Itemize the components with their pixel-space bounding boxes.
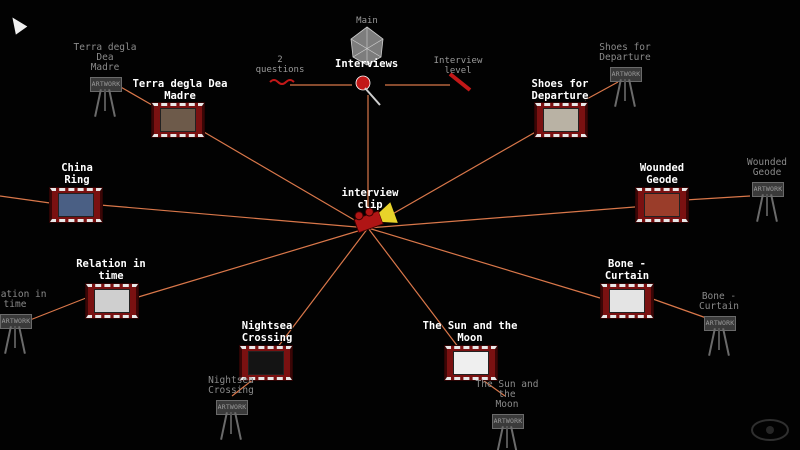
artwork-bone[interactable]: Bone - Curtain ARTWORK bbox=[684, 292, 754, 356]
connector-wounded bbox=[367, 204, 661, 229]
easel-icon: ARTWORK bbox=[750, 180, 784, 222]
umbrella-icon bbox=[350, 26, 384, 66]
artwork-badge: ARTWORK bbox=[752, 182, 784, 197]
clip-label-terra[interactable]: Terra degla Dea Madre bbox=[132, 78, 228, 102]
microphone-icon bbox=[355, 75, 381, 106]
artwork-title-terra: Terra degla Dea Madre bbox=[73, 42, 137, 73]
clip-thumbnail-terra[interactable] bbox=[152, 103, 204, 137]
artwork-title-bone: Bone - Curtain bbox=[698, 291, 740, 312]
hub-label[interactable]: interview clip bbox=[341, 187, 399, 211]
interview-level-label[interactable]: Interview level bbox=[433, 56, 483, 76]
artwork-title-nightsea: Nightsea Crossing bbox=[208, 375, 254, 396]
easel-icon: ARTWORK bbox=[608, 65, 642, 107]
main-label[interactable]: Main bbox=[356, 16, 378, 26]
easel-icon: ARTWORK bbox=[702, 314, 736, 356]
connector-china bbox=[99, 204, 369, 229]
artwork-sun[interactable]: The Sun and the Moon ARTWORK bbox=[472, 380, 542, 450]
artwork-shoes[interactable]: Shoes for Departure ARTWORK bbox=[590, 43, 660, 107]
connector-artwork-shoes bbox=[584, 81, 619, 101]
connector-relation bbox=[134, 227, 369, 299]
artwork-wounded[interactable]: Wounded Geode ARTWORK bbox=[732, 158, 800, 222]
artwork-title-sun: The Sun and the Moon bbox=[475, 379, 539, 410]
artwork-badge: ARTWORK bbox=[610, 67, 642, 82]
clip-label-wounded[interactable]: Wounded Geode bbox=[639, 162, 685, 186]
clip-thumbnail-bone[interactable] bbox=[601, 284, 653, 318]
clip-label-china[interactable]: China Ring bbox=[61, 162, 93, 186]
artwork-badge: ARTWORK bbox=[90, 77, 122, 92]
questions-scribble-icon bbox=[269, 79, 295, 85]
easel-icon: ARTWORK bbox=[490, 412, 524, 450]
connector-sun bbox=[367, 227, 469, 361]
clip-thumbnail-wounded[interactable] bbox=[636, 188, 688, 222]
artwork-title-relation: Relation in time bbox=[0, 289, 47, 310]
connector-artwork-china bbox=[0, 195, 51, 204]
film-camera-icon bbox=[353, 202, 398, 234]
clip-label-shoes[interactable]: Shoes for Departure bbox=[531, 78, 589, 102]
baton-icon bbox=[448, 72, 472, 92]
clip-label-relation[interactable]: Relation in time bbox=[76, 258, 146, 282]
connector-nightsea bbox=[267, 227, 369, 361]
connector-artwork-sun bbox=[479, 377, 506, 397]
clip-thumbnail-relation[interactable] bbox=[86, 284, 138, 318]
clip-thumbnail-nightsea[interactable] bbox=[240, 346, 292, 380]
artwork-badge: ARTWORK bbox=[492, 414, 524, 429]
artwork-nightsea[interactable]: Nightsea Crossing ARTWORK bbox=[196, 376, 266, 440]
corner-logo-icon bbox=[751, 419, 789, 441]
clip-label-nightsea[interactable]: Nightsea Crossing bbox=[241, 320, 293, 344]
artwork-terra[interactable]: Terra degla Dea Madre ARTWORK bbox=[70, 43, 140, 117]
easel-icon: ARTWORK bbox=[214, 398, 248, 440]
artwork-badge: ARTWORK bbox=[0, 314, 32, 329]
clip-label-bone[interactable]: Bone - Curtain bbox=[604, 258, 650, 282]
connector-artwork-bone bbox=[649, 297, 713, 321]
clip-thumbnail-sun[interactable] bbox=[445, 346, 497, 380]
connector-terra bbox=[179, 117, 369, 229]
artwork-title-wounded: Wounded Geode bbox=[746, 157, 788, 178]
easel-icon: ARTWORK bbox=[0, 312, 32, 354]
connector-artwork-nightsea bbox=[231, 377, 256, 397]
interviews-title[interactable]: Interviews bbox=[335, 58, 399, 70]
questions-label[interactable]: 2 questions bbox=[255, 55, 305, 75]
clip-thumbnail-china[interactable] bbox=[50, 188, 102, 222]
connector-artwork-relation bbox=[29, 297, 87, 321]
artwork-title-shoes: Shoes for Departure bbox=[599, 42, 651, 63]
clip-thumbnail-shoes[interactable] bbox=[535, 103, 587, 137]
connector-shoes bbox=[367, 117, 561, 229]
connector-artwork-wounded bbox=[684, 195, 751, 201]
artwork-badge: ARTWORK bbox=[704, 316, 736, 331]
artwork-relation[interactable]: Relation in time ARTWORK bbox=[0, 290, 50, 354]
artwork-badge: ARTWORK bbox=[216, 400, 248, 415]
clip-label-sun[interactable]: The Sun and the Moon bbox=[422, 320, 518, 344]
connector-bone bbox=[367, 227, 601, 299]
easel-icon: ARTWORK bbox=[88, 75, 122, 117]
